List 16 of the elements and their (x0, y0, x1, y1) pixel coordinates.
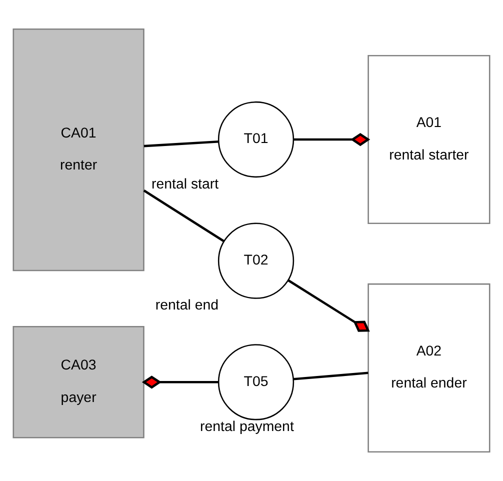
node-box: A02 rental ender (368, 283, 490, 452)
node-box: A01 rental starter (368, 54, 490, 224)
node-circle: T02 (218, 222, 294, 299)
connector (294, 132, 370, 146)
node-label: rental payment (200, 418, 294, 435)
node-label: rental start (152, 176, 219, 192)
connector (288, 279, 370, 332)
node-box: CA03 payer (12, 326, 144, 438)
node-circle: T01 (218, 101, 294, 178)
node-circle: T05 (218, 344, 294, 420)
connector (142, 376, 219, 389)
node-box: CA01 renter (12, 28, 144, 272)
connector (144, 140, 219, 148)
connector (143, 190, 225, 242)
connector (293, 372, 368, 380)
node-label: rental end (155, 298, 219, 314)
